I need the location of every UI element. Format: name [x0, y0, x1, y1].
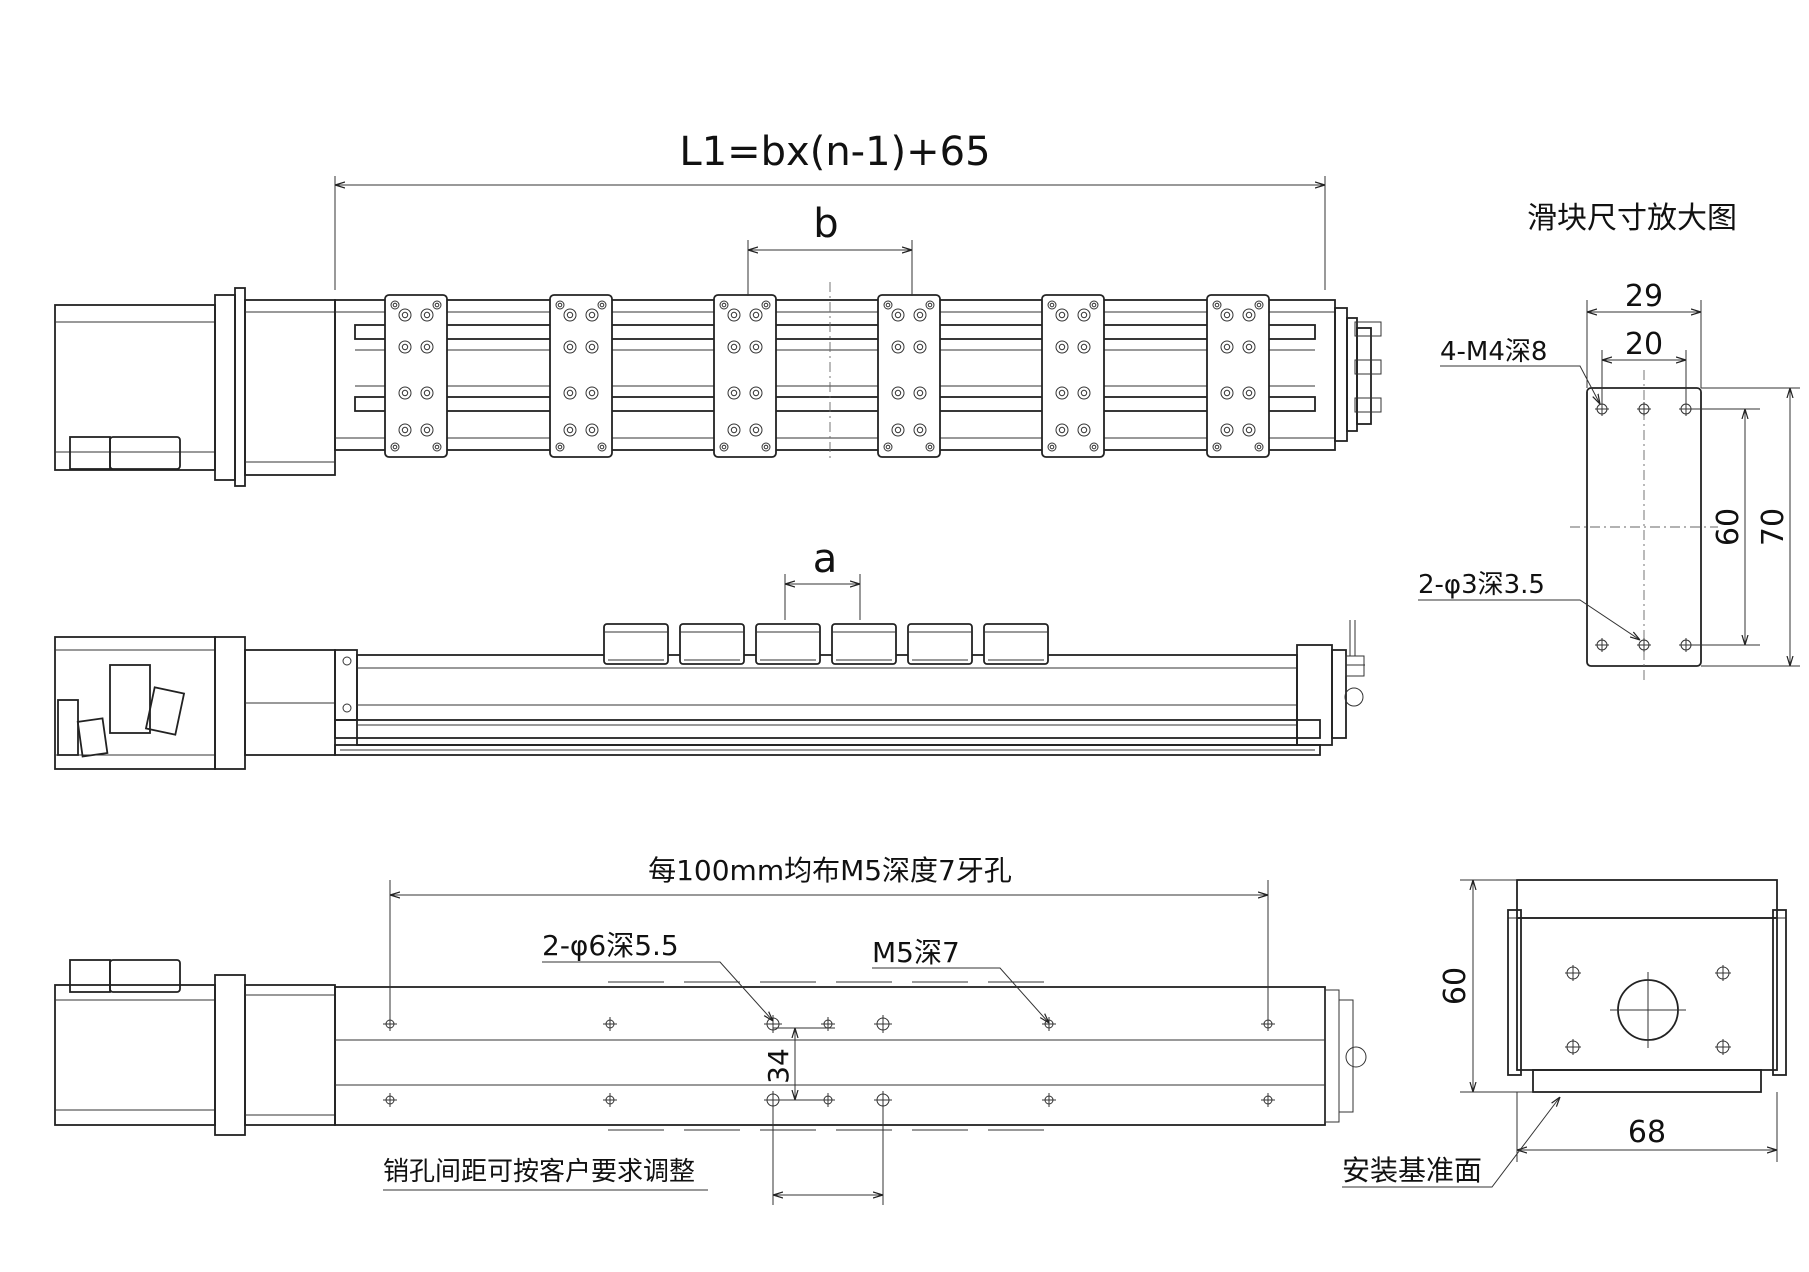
end-view: 60 68 安装基准面 — [1342, 879, 1787, 1188]
side-slider-1 — [603, 623, 669, 665]
overall-length-dimension: L1=bx(n-1)+65 — [334, 129, 1326, 290]
top-rail — [334, 299, 1336, 451]
top-view: L1=bx(n-1)+65 b — [54, 129, 1382, 487]
side-slider-6 — [983, 623, 1049, 665]
end-height: 60 — [1438, 967, 1473, 1005]
hole-pattern-dimension: 每100mm均布M5深度7牙孔 — [389, 854, 1269, 1030]
end-view-holes — [1565, 965, 1731, 1055]
datum-note: 安装基准面 — [1342, 1154, 1482, 1187]
slider-hole-span: 60 — [1711, 508, 1746, 546]
end-width: 68 — [1628, 1115, 1666, 1150]
slider-detail: 滑块尺寸放大图 29 20 4-M4深8 2-φ3深3.5 60 — [1418, 201, 1800, 680]
pin-hole-note: 2-φ6深5.5 — [542, 929, 679, 962]
slider-length: 70 — [1756, 508, 1791, 546]
top-slider-5 — [1041, 294, 1105, 458]
pitch-dimension: b — [747, 201, 913, 296]
slider-holes — [1595, 402, 1693, 652]
bottom-motor — [54, 959, 336, 1136]
top-slider-4 — [877, 294, 941, 458]
bottom-view: 每100mm均布M5深度7牙孔 2-φ6深5.5 M5深7 34 销孔间距可按客… — [54, 854, 1367, 1205]
side-rail — [334, 654, 1321, 756]
thread-leader: M5深7 — [872, 936, 1049, 1023]
top-sliders — [384, 294, 1270, 458]
overall-length-label: L1=bx(n-1)+65 — [679, 129, 990, 175]
pin-holes-note: 2-φ3深3.5 — [1418, 570, 1545, 600]
side-slider-4 — [831, 623, 897, 665]
row-spacing-dimension: 34 — [762, 1027, 835, 1101]
thread-note: M5深7 — [872, 936, 960, 969]
bottom-rail — [334, 986, 1367, 1126]
gap-dimension: a — [784, 536, 861, 620]
side-slider-3 — [755, 623, 821, 665]
side-view: a — [54, 536, 1365, 770]
pin-adjust-note: 销孔间距可按客户要求调整 — [383, 1157, 695, 1187]
top-motor — [54, 287, 336, 487]
gap-label: a — [813, 536, 838, 582]
top-end-cap — [1334, 307, 1382, 442]
slider-width-inner: 20 — [1625, 327, 1663, 362]
slider-width-outer: 29 — [1625, 279, 1663, 314]
pitch-label: b — [813, 201, 838, 247]
hole-pattern-note: 每100mm均布M5深度7牙孔 — [648, 854, 1012, 887]
row-spacing-label: 34 — [762, 1048, 795, 1084]
bottom-holes — [383, 981, 1275, 1131]
tapped-holes-note: 4-M4深8 — [1440, 337, 1547, 367]
pin-adjust-dimension: 销孔间距可按客户要求调整 — [383, 1100, 884, 1205]
side-sliders — [603, 623, 1049, 665]
side-slider-2 — [679, 623, 745, 665]
slider-detail-title: 滑块尺寸放大图 — [1527, 201, 1737, 236]
top-slider-1 — [384, 294, 448, 458]
top-slider-2 — [549, 294, 613, 458]
pin-hole-leader: 2-φ6深5.5 — [542, 929, 773, 1021]
top-slider-3 — [713, 294, 777, 458]
side-end-cap — [1296, 620, 1365, 746]
side-slider-5 — [907, 623, 973, 665]
top-slider-6 — [1206, 294, 1270, 458]
side-motor — [54, 636, 358, 770]
